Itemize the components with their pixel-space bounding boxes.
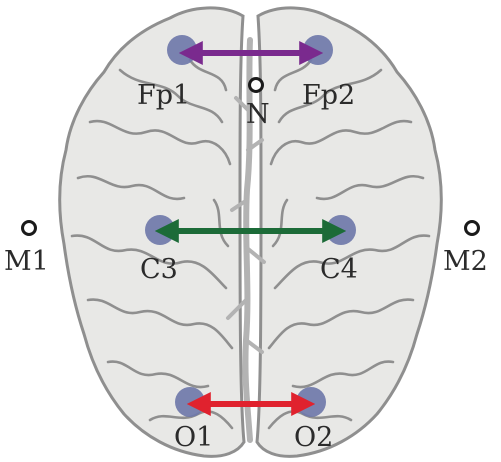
label-c3: C3 — [140, 254, 178, 285]
label-o2: O2 — [294, 422, 333, 453]
label-m1: M1 — [4, 246, 49, 277]
reference-point-n — [248, 77, 264, 93]
label-c4: C4 — [320, 254, 358, 285]
label-n: N — [246, 99, 270, 130]
label-fp2: Fp2 — [302, 80, 355, 111]
label-fp1: Fp1 — [137, 80, 190, 111]
label-m2: M2 — [443, 246, 488, 277]
fissure-branches — [226, 96, 266, 354]
label-o1: O1 — [174, 422, 213, 453]
reference-point-m2 — [464, 220, 480, 236]
reference-point-m1 — [21, 220, 37, 236]
